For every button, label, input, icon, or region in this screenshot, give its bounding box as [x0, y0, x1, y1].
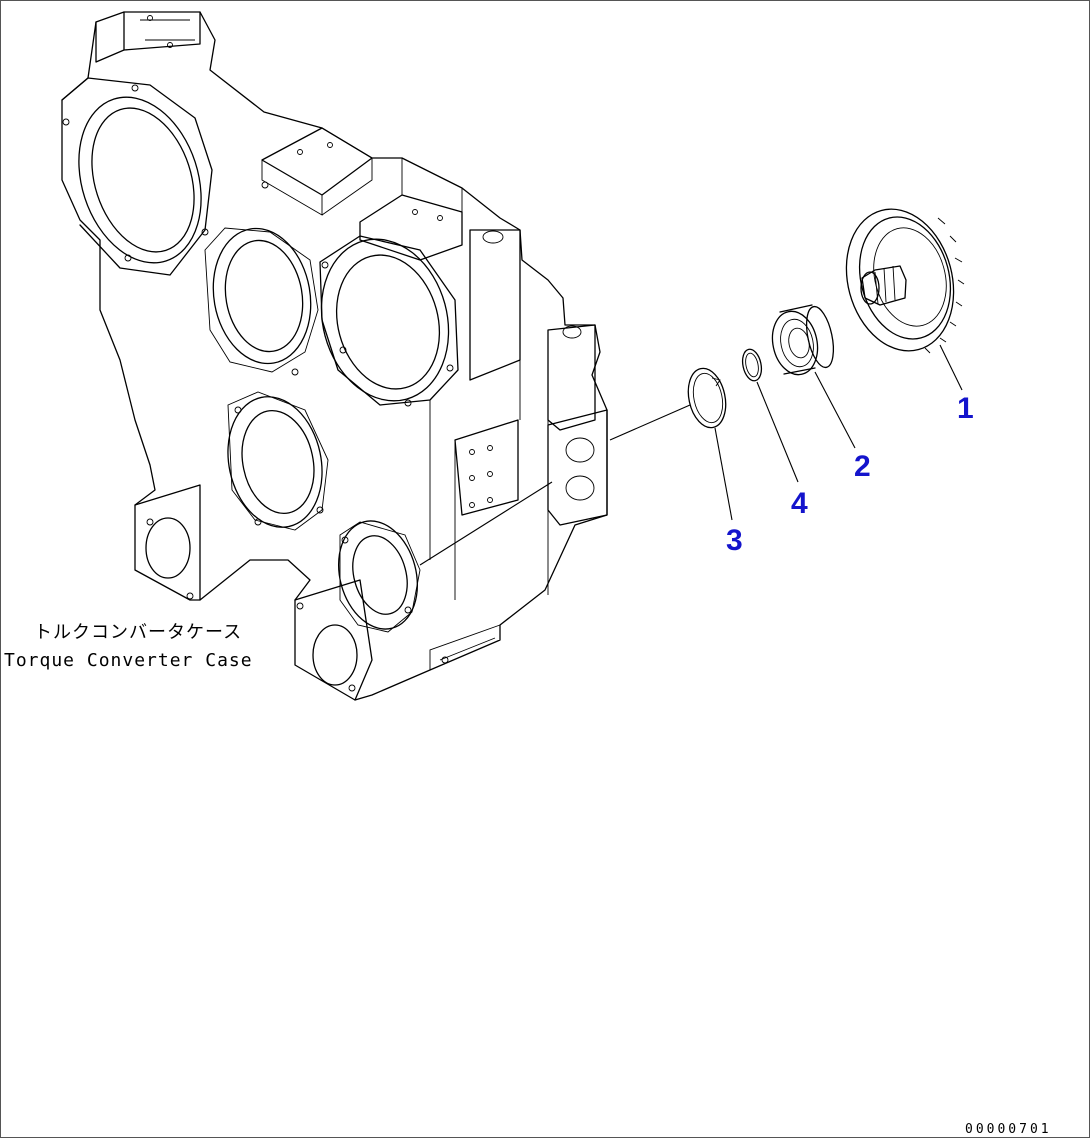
case-label-english: Torque Converter Case — [4, 650, 253, 671]
leader-line-3 — [714, 427, 733, 521]
bearing-part-2 — [771, 304, 835, 376]
snap-ring-part-3 — [687, 367, 727, 429]
drawing-code: 00000701 — [965, 1122, 1052, 1137]
assembly-line-to-bore — [419, 481, 553, 566]
leader-line-1 — [939, 344, 963, 391]
leader-line-2 — [814, 371, 856, 449]
callout-3: 3 — [726, 524, 743, 557]
assembly-line-3 — [609, 404, 691, 441]
snap-ring-part-4 — [741, 348, 763, 382]
leader-line-4 — [756, 381, 799, 483]
leader-lines — [419, 344, 963, 566]
callout-1: 1 — [957, 392, 974, 425]
gear-part-1 — [845, 208, 965, 354]
callout-2: 2 — [854, 450, 871, 483]
callout-4: 4 — [791, 487, 808, 520]
case-label-japanese: トルクコンバータケース — [34, 622, 242, 643]
torque-converter-case-drawing — [61, 11, 608, 701]
